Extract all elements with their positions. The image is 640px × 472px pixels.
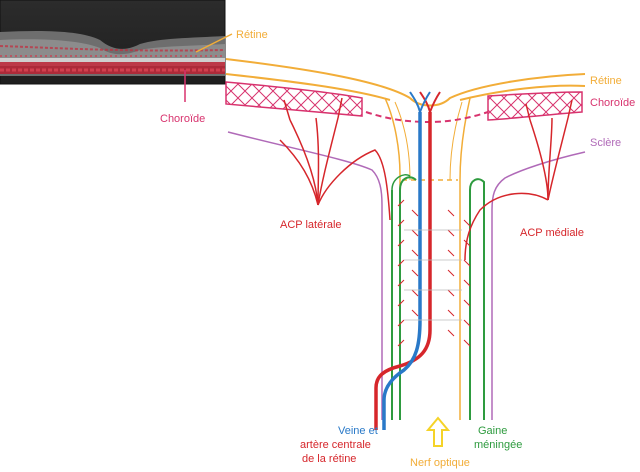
- label-choroid-inset: Choroïde: [160, 113, 205, 125]
- label-retina: Rétine: [590, 75, 622, 87]
- up-arrow-outline-icon: [425, 416, 451, 447]
- retina-layer: [225, 58, 586, 420]
- label-vein-artery-line1: Veine et: [338, 425, 378, 437]
- label-choroid: Choroïde: [590, 97, 635, 109]
- central-retinal-artery: [374, 91, 441, 430]
- label-acp-medial: ACP médiale: [520, 227, 584, 239]
- nerve-fibre-lines: [404, 229, 462, 321]
- label-optic-nerve: Nerf optique: [410, 457, 470, 469]
- central-retinal-vein: [382, 91, 431, 430]
- capillary-ticks: [397, 199, 471, 347]
- label-vein-artery-line3: de la rétine: [302, 453, 356, 465]
- label-retina-inset: Rétine: [236, 29, 268, 41]
- label-sclera: Sclère: [590, 137, 621, 149]
- label-sheath-line1: Gaine: [478, 425, 507, 437]
- oct-image: [0, 0, 233, 102]
- label-vein-artery-line2: artère centrale: [300, 439, 371, 451]
- label-sheath-line2: méningée: [474, 439, 522, 451]
- meningeal-sheath: [391, 174, 485, 420]
- label-acp-lateral: ACP latérale: [280, 219, 342, 231]
